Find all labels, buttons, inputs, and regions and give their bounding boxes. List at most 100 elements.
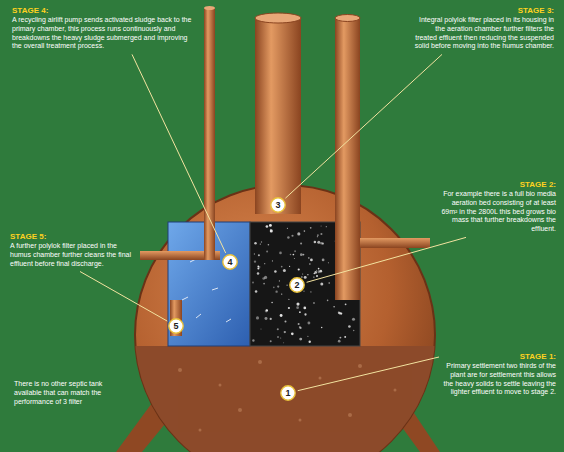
media-speckle — [348, 325, 351, 328]
media-speckle — [269, 224, 272, 227]
media-speckle — [300, 253, 303, 256]
media-speckle — [279, 280, 280, 281]
media-speckle — [265, 310, 268, 313]
media-speckle — [270, 229, 271, 230]
stage-description: Primary settlement two thirds of the pla… — [442, 362, 556, 398]
media-speckle — [270, 340, 272, 342]
media-speckle — [272, 260, 273, 261]
media-speckle — [321, 327, 323, 329]
media-speckle — [328, 282, 330, 284]
stage-heading: STAGE 5: — [10, 232, 134, 242]
media-speckle — [316, 275, 318, 277]
media-speckle — [277, 328, 279, 330]
media-speckle — [316, 270, 317, 271]
media-speckle — [320, 282, 323, 285]
media-speckle — [333, 306, 334, 307]
media-speckle — [288, 307, 290, 309]
media-speckle — [318, 268, 320, 270]
leader-line — [298, 357, 439, 391]
media-speckle — [309, 263, 310, 264]
media-speckle — [284, 331, 286, 333]
media-speckle — [310, 227, 312, 229]
stage-description: For example there is a full bio media ae… — [436, 190, 556, 235]
media-speckle — [254, 260, 256, 262]
media-speckle — [344, 336, 346, 338]
media-speckle — [299, 338, 302, 341]
media-speckle — [254, 253, 255, 254]
callout-circle: 2 — [289, 277, 305, 293]
media-speckle — [266, 225, 269, 228]
media-speckle — [252, 339, 254, 341]
media-speckle — [313, 277, 314, 278]
stage-heading: STAGE 1: — [442, 352, 556, 362]
media-speckle — [294, 258, 295, 259]
media-speckle — [299, 326, 301, 328]
media-speckle — [270, 318, 272, 320]
media-speckle — [291, 235, 293, 237]
media-speckle — [317, 270, 320, 273]
media-speckle — [268, 244, 270, 246]
media-speckle — [303, 291, 304, 292]
callout-number: 5 — [168, 318, 184, 334]
media-speckle — [262, 277, 265, 280]
media-speckle — [284, 320, 286, 322]
stage-description: Integral polylok filter placed in its ho… — [412, 16, 554, 52]
media-speckle — [308, 257, 310, 259]
media-speckle — [302, 273, 303, 274]
media-speckle — [296, 303, 299, 306]
stage-description: A further polylok filter placed in the h… — [10, 242, 134, 269]
media-speckle — [322, 259, 325, 262]
media-speckle — [257, 267, 259, 269]
stage-text-group: STAGE 5:A further polylok filter placed … — [10, 232, 134, 268]
media-speckle — [299, 311, 301, 313]
media-speckle — [270, 229, 273, 232]
media-speckle — [275, 291, 277, 293]
media-speckle — [287, 228, 288, 229]
media-speckle — [257, 272, 260, 275]
media-speckle — [313, 302, 315, 304]
leader-line — [80, 272, 167, 322]
media-speckle — [290, 254, 292, 256]
media-speckle — [304, 313, 306, 315]
media-speckle — [261, 241, 262, 242]
media-speckle — [296, 306, 299, 309]
media-speckle — [317, 234, 319, 236]
media-speckle — [300, 242, 302, 244]
media-speckle — [339, 337, 341, 339]
callout-number: 1 — [280, 385, 296, 401]
media-speckle — [297, 232, 300, 235]
media-speckle — [302, 254, 304, 256]
stage-heading: STAGE 3: — [412, 6, 554, 16]
media-speckle — [280, 314, 283, 317]
media-speckle — [327, 300, 329, 302]
media-speckle — [320, 242, 322, 244]
media-speckle — [288, 299, 289, 300]
leader-line — [307, 237, 466, 282]
media-speckle — [301, 276, 303, 278]
media-speckle — [307, 274, 308, 275]
callout-number: 3 — [270, 197, 286, 213]
media-speckle — [304, 276, 307, 279]
media-speckle — [326, 226, 327, 227]
media-speckle — [314, 241, 317, 244]
stage-text-group: STAGE 3:Integral polylok filter placed i… — [412, 6, 554, 51]
stage-text-group: There is no other septic tank available … — [14, 380, 129, 407]
media-speckle — [320, 233, 322, 235]
media-speckle — [339, 312, 342, 315]
media-speckle — [294, 250, 296, 252]
media-speckle — [265, 317, 268, 320]
media-speckle — [345, 303, 347, 305]
callout-circle: 4 — [222, 254, 238, 270]
media-speckle — [307, 336, 308, 337]
media-speckle — [287, 285, 288, 286]
footnote: There is no other septic tank available … — [14, 380, 129, 407]
media-speckle — [298, 323, 300, 325]
stage-heading: STAGE 2: — [436, 180, 556, 190]
media-speckle — [317, 236, 318, 237]
media-speckle — [314, 271, 317, 274]
media-speckle — [273, 286, 275, 288]
stage-description: A recycling airlift pump sends activated… — [12, 16, 197, 52]
media-speckle — [310, 291, 311, 292]
stage-heading: STAGE 4: — [12, 6, 197, 16]
media-speckle — [293, 254, 295, 256]
